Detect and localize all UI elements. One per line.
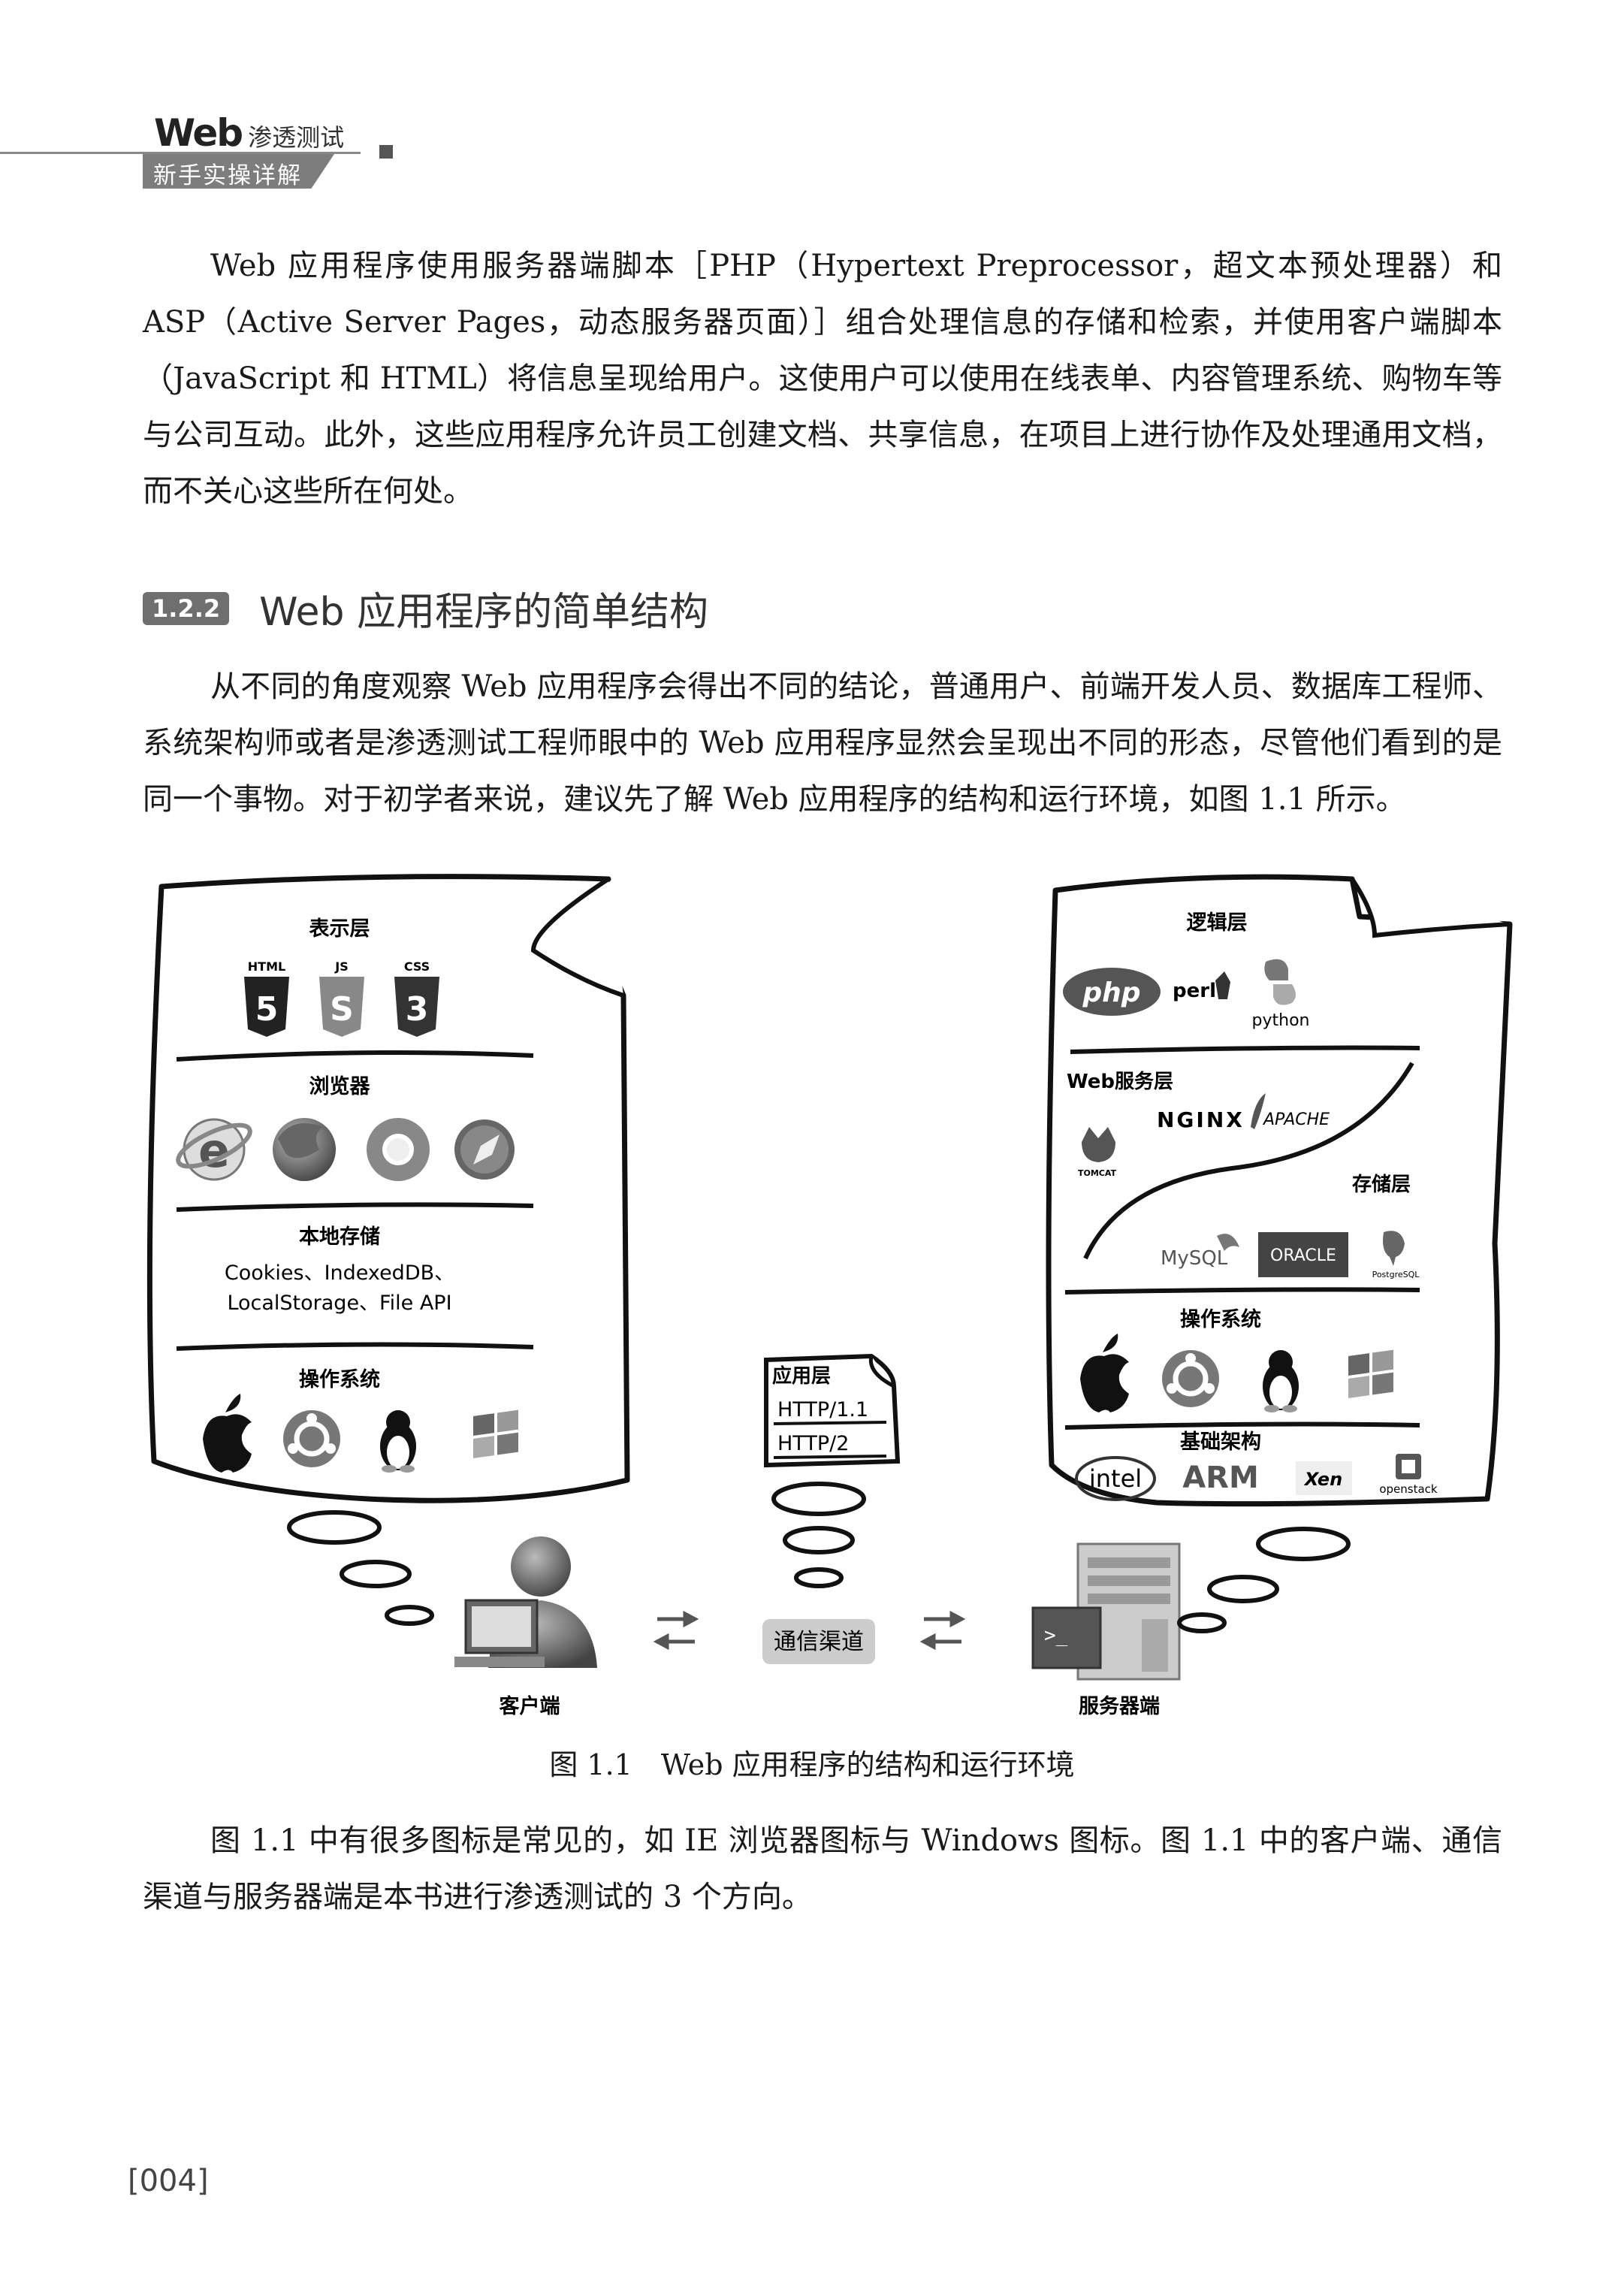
paragraph-1: Web 应用程序使用服务器端脚本［PHP（Hypertext Preproces… [143,238,1502,520]
channel-thought-bubbles [771,1482,866,1588]
client-os-layer: 操作系统 [299,1367,380,1391]
apple-icon [203,1394,252,1473]
server-thought-bubbles [1177,1527,1351,1633]
python-logo: python [1252,959,1310,1030]
client-thought-bubbles [287,1510,434,1626]
xen-logo: Xen [1296,1461,1352,1495]
ubuntu-icon [283,1410,340,1467]
server-os-layer: 操作系统 [1180,1307,1261,1331]
oracle-logo: ORACLE [1258,1232,1348,1277]
arm-logo: ARM [1182,1461,1259,1495]
client-user-icon [454,1536,597,1668]
svg-text:TOMCAT: TOMCAT [1078,1168,1117,1178]
svg-text:python: python [1252,1011,1310,1030]
protocol-http11: HTTP/1.1 [777,1398,868,1421]
protocol-http2: HTTP/2 [777,1432,849,1455]
paragraph-1-text: Web 应用程序使用服务器端脚本［PHP（Hypertext Preproces… [143,249,1502,509]
section-title: Web 应用程序的简单结构 [259,590,709,635]
server-label: 服务器端 [1079,1695,1160,1718]
client-label: 客户端 [500,1694,560,1718]
client-presentation-layer: 表示层 [309,917,370,941]
svg-text:PostgreSQL: PostgreSQL [1372,1270,1420,1279]
php-logo: php [1063,968,1161,1016]
windows-icon [473,1409,518,1458]
openstack-logo: openstack [1379,1454,1438,1496]
html5-icon: HTML 5 [244,959,289,1037]
channel-label: 通信渠道 [774,1629,864,1655]
server-windows-icon [1348,1349,1393,1398]
postgresql-logo: PostgreSQL [1372,1231,1420,1279]
header-rule [0,152,361,154]
server-web-layer: Web服务层 [1067,1071,1173,1093]
page-number-value: 004 [139,2164,197,2198]
js-icon: JS S [319,959,364,1037]
firefox-icon [273,1118,336,1181]
svg-text:php: php [1082,977,1140,1008]
app-layer-note: 应用层 HTTP/1.1 HTTP/2 [764,1353,901,1468]
page-number-bracket-right: ] [196,2164,209,2198]
server-machine-icon: >_ [1031,1542,1181,1681]
ie-icon: e [176,1118,252,1181]
server-apple-icon [1080,1334,1129,1412]
section-number: 1.2.2 [143,591,230,625]
svg-text:MySQL: MySQL [1161,1247,1228,1270]
client-local-storage-layer: 本地存储 [299,1225,380,1249]
css3-icon: CSS 3 [394,959,439,1037]
svg-text:CSS: CSS [404,959,430,974]
mysql-logo: MySQL [1161,1234,1239,1270]
section-heading: 1.2.2 Web 应用程序的简单结构 [143,580,708,636]
server-storage-layer: 存储层 [1352,1173,1411,1196]
left-bidirectional-arrows [653,1610,699,1651]
apache-logo: APACHE [1251,1093,1330,1129]
svg-text:intel: intel [1089,1464,1142,1493]
nginx-logo: NGINX [1157,1107,1245,1132]
svg-text:openstack: openstack [1379,1482,1438,1496]
figure-web-app-structure: 表示层 HTML 5 JS S CSS 3 浏览器 e [146,874,1513,1718]
svg-text:S: S [330,990,354,1029]
paragraph-3-text: 图 1.1 中有很多图标是常见的，如 IE 浏览器图标与 Windows 图标。… [143,1823,1502,1914]
svg-text:>_: >_ [1044,1624,1068,1647]
server-infra-layer: 基础架构 [1180,1430,1261,1454]
page-number-bracket-left: [ [128,2164,140,2198]
app-layer-label: 应用层 [772,1364,831,1388]
server-page: 逻辑层 php perl python Web服务层 NGINX APACHE … [1046,874,1513,1507]
header-band: 新手实操详解 [143,154,334,189]
paragraph-2: 从不同的角度观察 Web 应用程序会得出不同的结论，普通用户、前端开发人员、数据… [143,659,1502,828]
svg-text:5: 5 [255,990,279,1029]
channel-node: 通信渠道 [762,1619,875,1664]
tomcat-logo: TOMCAT [1078,1127,1117,1178]
svg-text:3: 3 [406,990,429,1029]
paragraph-3: 图 1.1 中有很多图标是常见的，如 IE 浏览器图标与 Windows 图标。… [143,1813,1502,1926]
right-bidirectional-arrows [919,1610,966,1651]
server-linux-tux-icon [1263,1350,1299,1412]
safari-icon [454,1119,515,1180]
client-storage-apis-line1: Cookies、IndexedDB、 [225,1261,454,1285]
server-ubuntu-icon [1162,1350,1219,1407]
svg-text:JS: JS [334,959,348,974]
svg-text:HTML: HTML [248,959,285,974]
client-page: 表示层 HTML 5 JS S CSS 3 浏览器 e [146,874,630,1503]
svg-text:APACHE: APACHE [1262,1110,1330,1129]
brand-web: Web [154,111,243,155]
intel-logo: intel [1075,1456,1156,1501]
linux-tux-icon [380,1410,416,1473]
server-logic-layer: 逻辑层 [1187,911,1248,935]
page-number: [004] [128,2164,209,2198]
header-square-marker [379,145,393,159]
chrome-icon [367,1118,430,1181]
brand-title: 渗透测试 [248,123,345,152]
svg-text:ORACLE: ORACLE [1270,1246,1336,1265]
figure-caption: 图 1.1 Web 应用程序的结构和运行环境 [549,1748,1075,1781]
perl-logo: perl [1173,971,1230,1002]
svg-text:perl: perl [1173,980,1216,1002]
svg-text:Xen: Xen [1303,1469,1342,1490]
paragraph-2-text: 从不同的角度观察 Web 应用程序会得出不同的结论，普通用户、前端开发人员、数据… [143,669,1502,817]
client-browser-layer: 浏览器 [309,1074,371,1098]
brand-subtitle: 新手实操详解 [153,162,302,189]
client-storage-apis-line2: LocalStorage、File API [227,1292,451,1315]
